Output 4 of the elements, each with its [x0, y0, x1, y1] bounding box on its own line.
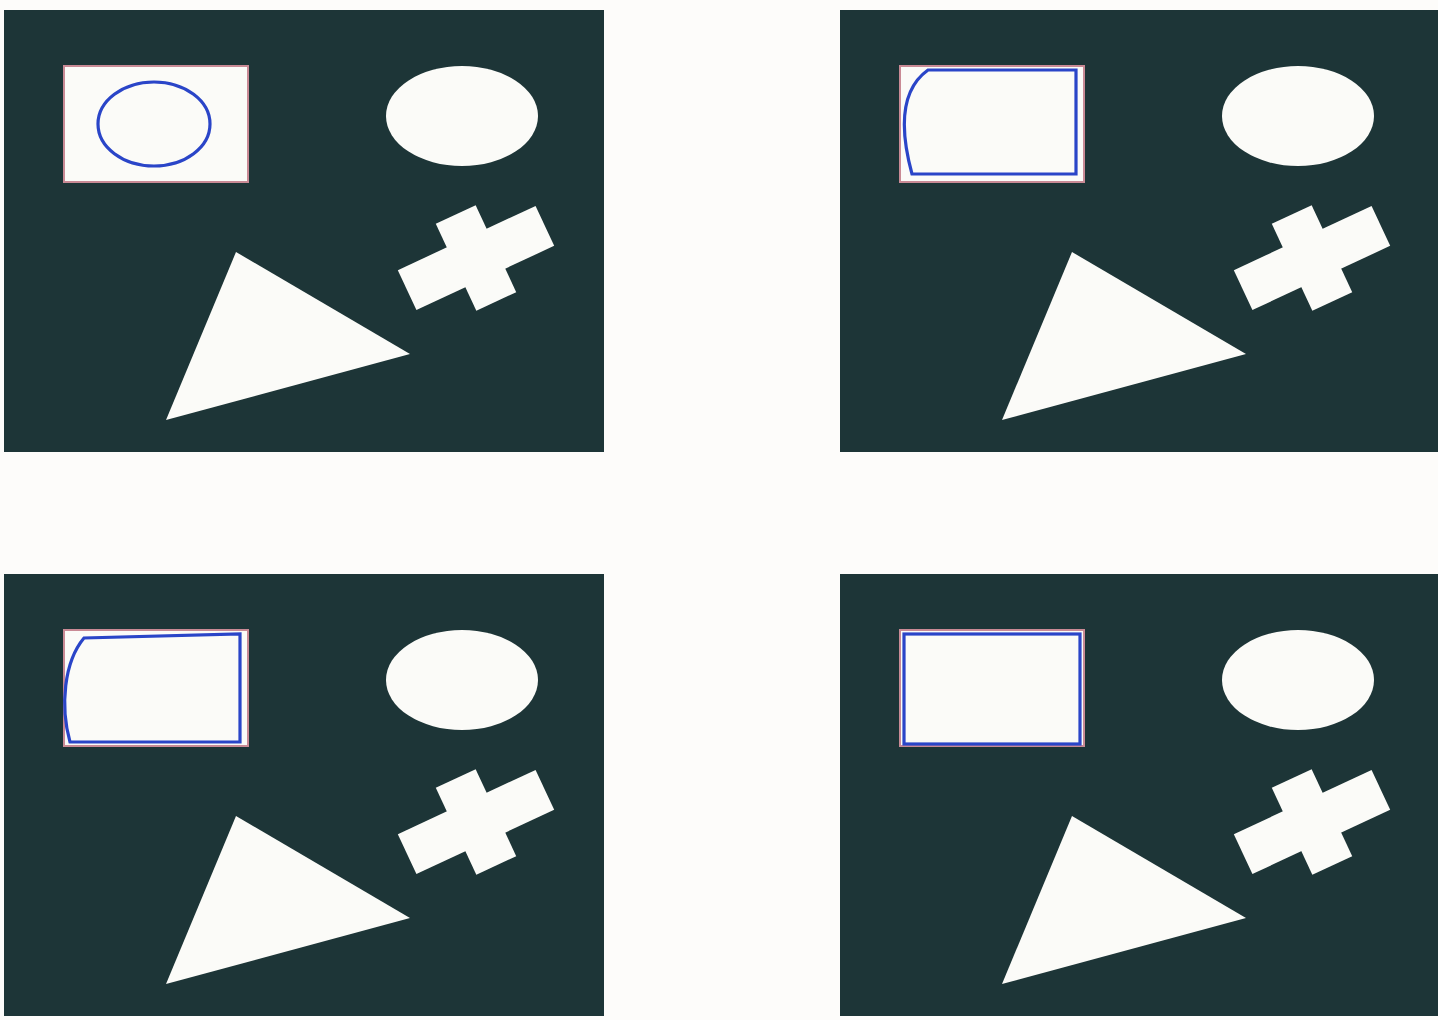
image-panel	[840, 10, 1438, 452]
image-panel	[840, 574, 1438, 1016]
image-panel	[4, 574, 604, 1016]
image-panel	[4, 10, 604, 452]
